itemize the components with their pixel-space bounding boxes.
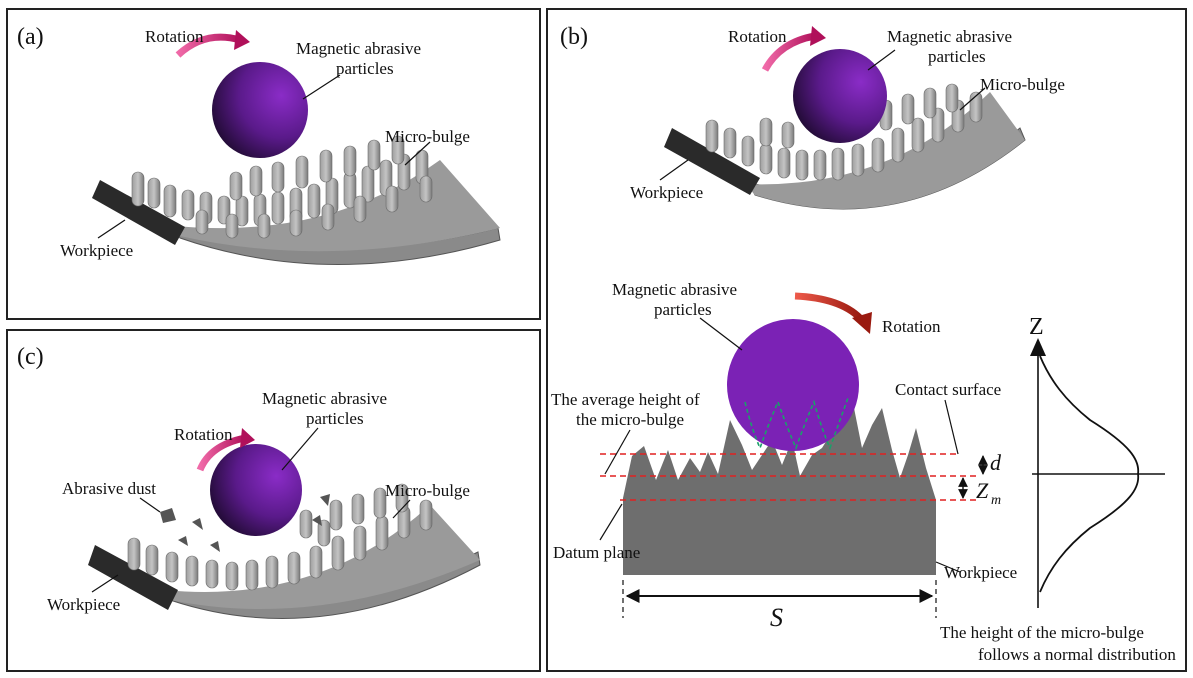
detail-rotation-arrow	[794, 292, 863, 321]
panel-a-rotation-text: Rotation	[145, 27, 204, 46]
panel-c-particles-text-1: Magnetic abrasive	[262, 389, 387, 408]
panel-c-particles-leader	[281, 427, 319, 471]
panel-b-workpiece	[664, 83, 1026, 210]
panel-b-bulge-text: Micro-bulge	[980, 75, 1065, 94]
zm-subscript: m	[991, 493, 1001, 508]
panel-c-rotation-text: Rotation	[174, 425, 233, 444]
panel-b-rotation-text: Rotation	[728, 27, 787, 46]
surface-profile	[623, 398, 936, 575]
panel-c: (c)	[17, 344, 481, 620]
s-symbol: S	[770, 603, 783, 632]
zm-symbol: Z	[976, 478, 989, 503]
detail-workpiece-text: Workpiece	[944, 563, 1017, 582]
panel-a-abrasive-particle	[212, 62, 308, 158]
panel-c-label: (c)	[17, 344, 44, 370]
contact-surface-text: Contact surface	[895, 380, 1001, 399]
panel-c-rotation-arrow	[196, 434, 246, 472]
z-axis-arrowhead	[1030, 338, 1046, 356]
panel-c-micro-bulges	[127, 483, 433, 591]
panel-c-abrasive-particle	[210, 444, 302, 536]
panel-c-bulge-text: Micro-bulge	[385, 481, 470, 500]
panel-c-dust-text: Abrasive dust	[62, 479, 156, 498]
d-symbol: d	[990, 450, 1002, 475]
detail-particles-leader	[699, 317, 743, 351]
panel-c-particles-text-2: particles	[306, 409, 364, 428]
panel-a-label: (a)	[17, 24, 44, 50]
panel-c-bulge-leader	[392, 499, 411, 519]
normal-distribution-curve	[1039, 355, 1140, 593]
panel-b-abrasive-particle	[793, 49, 887, 143]
detail-rotation-arrowhead	[852, 312, 872, 334]
panel-b: (b)	[560, 24, 1065, 210]
detail-particles-text-1: Magnetic abrasive	[612, 280, 737, 299]
panel-a-micro-bulges	[131, 135, 433, 239]
panel-c-workpiece-text: Workpiece	[47, 595, 120, 614]
detail-rotation-text: Rotation	[882, 317, 941, 336]
panel-a-workpiece-leader	[97, 219, 126, 239]
panel-c-dust-leader	[139, 497, 161, 513]
panel-a: (a)	[17, 24, 501, 265]
panel-b-bulge-leader	[959, 87, 986, 111]
detail-workpiece-leader	[935, 561, 961, 573]
datum-plane-text: Datum plane	[553, 543, 640, 562]
panel-a-particles-leader	[302, 74, 341, 100]
panel-b-workpiece-leader	[659, 159, 689, 181]
panel-b-micro-bulges	[705, 83, 983, 181]
panel-c-border	[6, 329, 541, 672]
detail-abrasive-particle	[727, 319, 859, 451]
panel-b-rotation-arrow	[761, 32, 816, 72]
panel-a-bulge-text: Micro-bulge	[385, 127, 470, 146]
panel-c-rotation-arrowhead	[240, 428, 255, 448]
contact-wave	[744, 397, 849, 451]
panel-a-workpiece	[92, 135, 501, 265]
panel-a-workpiece-text: Workpiece	[60, 241, 133, 260]
z-axis-label: Z	[1029, 314, 1044, 340]
panel-a-particles-text-2: particles	[336, 59, 394, 78]
panel-c-workpiece	[88, 483, 481, 620]
panel-b-particles-leader	[867, 49, 896, 71]
panel-a-border	[6, 8, 541, 320]
normal-text-2: follows a normal distribution	[978, 645, 1176, 664]
profile-detail: d Z m S Magnetic abrasive particles Rota…	[551, 280, 1176, 664]
panel-b-border	[546, 8, 1187, 672]
panel-a-particles-text-1: Magnetic abrasive	[296, 39, 421, 58]
contact-surface-leader	[944, 399, 959, 455]
normal-text-1: The height of the micro-bulge	[940, 623, 1144, 642]
average-height-leader	[604, 429, 631, 475]
panel-b-particles-text-1: Magnetic abrasive	[887, 27, 1012, 46]
avg-height-text-1: The average height of	[551, 390, 700, 409]
panel-b-label: (b)	[560, 24, 588, 50]
detail-particles-text-2: particles	[654, 300, 712, 319]
panel-c-workpiece-leader	[91, 574, 119, 593]
panel-a-rotation-arrow	[175, 33, 241, 58]
panel-b-rotation-arrowhead	[810, 26, 826, 46]
avg-height-text-2: the micro-bulge	[576, 410, 684, 429]
panel-a-rotation-arrowhead	[234, 30, 250, 50]
panel-b-particles-text-2: particles	[928, 47, 986, 66]
datum-plane-leader	[599, 503, 623, 541]
panel-a-bulge-leader	[404, 141, 431, 166]
panel-b-workpiece-text: Workpiece	[630, 183, 703, 202]
panel-c-abrasive-dust	[160, 494, 330, 552]
